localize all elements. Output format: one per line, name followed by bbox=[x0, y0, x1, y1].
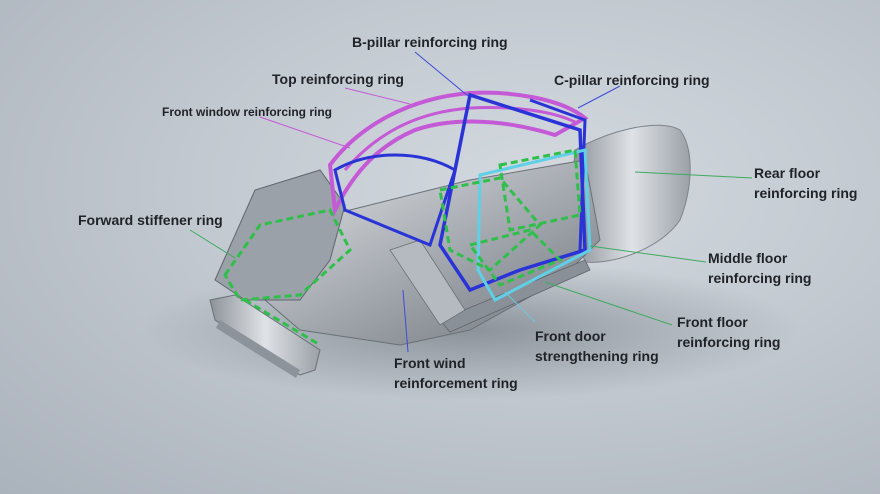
label-rear-floor-line1: Rear floor bbox=[754, 165, 821, 181]
label-front-door-line2: strengthening ring bbox=[535, 348, 659, 364]
forward-stiffener-ring-green bbox=[223, 208, 352, 302]
leader-rear-floor bbox=[634, 171, 753, 179]
label-c-pillar: C-pillar reinforcing ring bbox=[554, 72, 710, 88]
front-crash-beam bbox=[216, 320, 300, 378]
leader-top bbox=[344, 87, 411, 105]
leader-forward-stiffener bbox=[189, 229, 236, 259]
label-front-window: Front window reinforcing ring bbox=[162, 105, 332, 119]
label-front-wind-line1: Front wind bbox=[394, 355, 466, 371]
label-front-floor-line2: reinforcing ring bbox=[677, 334, 781, 350]
leader-front-wind bbox=[402, 289, 409, 353]
leader-front-window bbox=[259, 116, 351, 149]
label-middle-floor-line2: reinforcing ring bbox=[708, 270, 812, 286]
leader-front-floor bbox=[544, 281, 673, 326]
leader-b-pillar bbox=[414, 51, 469, 97]
front-floor-ring-green bbox=[467, 228, 563, 287]
middle-floor-ring-green bbox=[438, 176, 543, 272]
leader-front-door bbox=[504, 291, 536, 323]
leader-middle-floor bbox=[589, 245, 707, 263]
roof-frame-magenta-inner bbox=[343, 106, 576, 171]
label-front-floor: Front floor reinforcing ring bbox=[677, 312, 780, 352]
front-crash-ring-green bbox=[244, 298, 321, 347]
rear-floor-ring-green bbox=[498, 148, 582, 232]
label-b-pillar: B-pillar reinforcing ring bbox=[352, 34, 508, 50]
label-front-floor-line1: Front floor bbox=[677, 314, 748, 330]
side-sill bbox=[439, 259, 591, 333]
front-bumper-beam bbox=[209, 294, 321, 376]
a-pillar-metal bbox=[389, 239, 466, 326]
label-front-door-line1: Front door bbox=[535, 328, 606, 344]
label-front-wind: Front wind reinforcement ring bbox=[394, 353, 518, 393]
c-pillar-ring-blue bbox=[529, 98, 587, 251]
label-middle-floor: Middle floor reinforcing ring bbox=[708, 248, 811, 288]
leader-c-pillar bbox=[577, 85, 621, 109]
front-door-ring-cyan bbox=[476, 148, 592, 303]
label-top-ring: Top reinforcing ring bbox=[272, 71, 404, 87]
label-rear-floor-line2: reinforcing ring bbox=[754, 185, 858, 201]
label-front-door: Front door strengthening ring bbox=[535, 326, 659, 366]
label-front-wind-line2: reinforcement ring bbox=[394, 375, 518, 391]
label-forward-stiffener: Forward stiffener ring bbox=[78, 212, 223, 228]
label-rear-floor: Rear floor reinforcing ring bbox=[754, 163, 857, 203]
label-middle-floor-line1: Middle floor bbox=[708, 250, 788, 266]
